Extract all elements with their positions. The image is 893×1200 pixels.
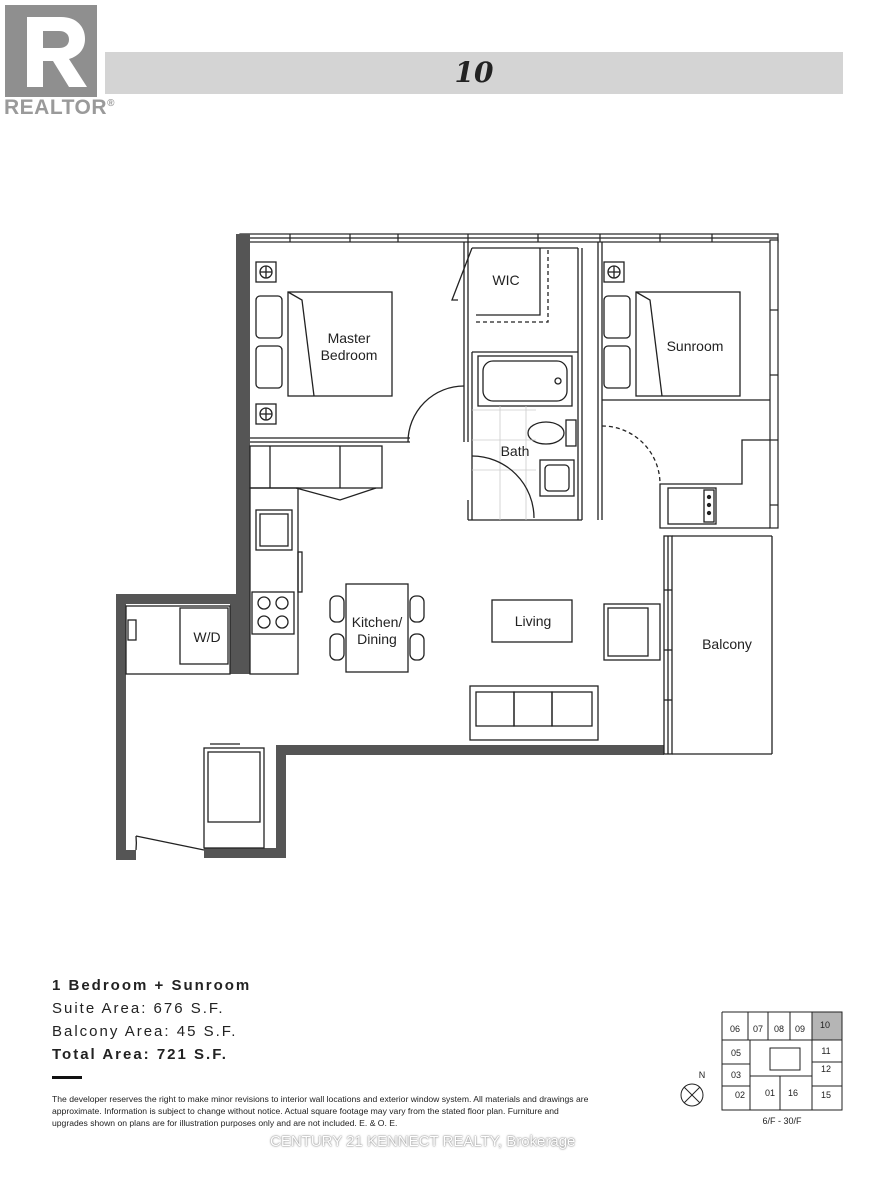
balcony-area: Balcony Area: 45 S.F. — [52, 1023, 238, 1040]
suite-area: Suite Area: 676 S.F. — [52, 1000, 225, 1017]
compass-north-label: N — [699, 1070, 706, 1080]
total-area: Total Area: 721 S.F. — [52, 1046, 228, 1063]
room-label-bath: Bath — [501, 443, 530, 459]
keyplan-unit-01: 01 — [765, 1088, 775, 1098]
keyplan-unit-15: 15 — [821, 1090, 831, 1100]
keyplan-unit-16: 16 — [788, 1088, 798, 1098]
keyplan-unit-07: 07 — [753, 1024, 763, 1034]
room-label-master-line2: Bedroom — [321, 347, 378, 363]
realtor-logo: REALTOR® — [0, 0, 115, 124]
keyplan-unit-03: 03 — [731, 1070, 741, 1080]
room-label-kitchen-line2: Dining — [357, 631, 397, 647]
keyplan-unit-02: 02 — [735, 1090, 745, 1100]
unit-type: 1 Bedroom + Sunroom — [52, 977, 252, 994]
room-label-balcony: Balcony — [702, 636, 752, 652]
room-label-living: Living — [515, 613, 552, 629]
floor-plan: WIC Master Bedroom Sunroom Bath Kitchen/… — [116, 233, 779, 860]
keyplan-unit-10: 10 — [820, 1020, 830, 1030]
unit-number-title: 10 — [454, 56, 494, 89]
room-label-wd: W/D — [193, 629, 220, 645]
room-label-master-line1: Master — [328, 330, 371, 346]
disclaimer-text: The developer reserves the right to make… — [52, 1094, 589, 1128]
room-label-wic: WIC — [492, 272, 519, 288]
keyplan-unit-08: 08 — [774, 1024, 784, 1034]
keyplan-unit-06: 06 — [730, 1024, 740, 1034]
keyplan-unit-09: 09 — [795, 1024, 805, 1034]
header-bar: 10 — [105, 52, 843, 94]
compass-icon — [680, 1083, 704, 1107]
unit-summary: 1 Bedroom + Sunroom Suite Area: 676 S.F.… — [52, 974, 672, 1066]
divider — [52, 1076, 82, 1079]
room-label-kitchen-line1: Kitchen/ — [352, 614, 403, 630]
key-plan: N 06 07 08 09 10 11 05 03 12 01 16 02 15… — [680, 1011, 843, 1126]
realtor-wordmark: REALTOR® — [4, 96, 115, 119]
room-label-sunroom: Sunroom — [667, 338, 724, 354]
keyplan-unit-05: 05 — [731, 1048, 741, 1058]
realtor-logo-mark — [5, 5, 97, 97]
keyplan-unit-12: 12 — [821, 1064, 831, 1074]
brokerage-watermark: CENTURY 21 KENNECT REALTY, Brokerage — [270, 1133, 576, 1150]
realtor-r-icon — [27, 17, 87, 87]
keyplan-unit-11: 11 — [821, 1046, 830, 1056]
keyplan-floors: 6/F - 30/F — [762, 1116, 802, 1126]
